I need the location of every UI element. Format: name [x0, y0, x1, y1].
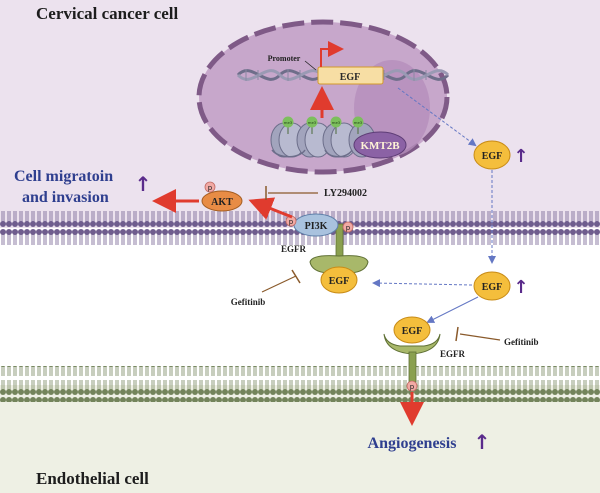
autocrine-arrow — [372, 279, 473, 288]
egf-label: EGF — [402, 326, 423, 337]
ly294002-label: LY294002 — [324, 188, 367, 199]
pi3k-label: PI3K — [305, 221, 328, 232]
egf-ligand-intracellular — [473, 140, 511, 170]
phospho-site — [204, 181, 216, 193]
svg-text:p: p — [346, 224, 351, 232]
gefitinib-label-cancer: Gefitinib — [231, 297, 266, 307]
histone-mark: me3 — [282, 116, 294, 134]
egf-label: EGF — [482, 282, 503, 293]
egf-ligand-bound-endothelial — [393, 316, 431, 344]
svg-text:p: p — [410, 383, 415, 391]
svg-text:me3: me3 — [354, 120, 363, 125]
svg-text:me3: me3 — [308, 120, 317, 125]
gefitinib-inhibition-endothelial — [459, 333, 501, 341]
angiogenesis-label: Angiogenesis — [368, 435, 457, 452]
transcription-start-arrow — [320, 41, 344, 67]
angiogenesis-up-arrow: ↑ — [474, 430, 491, 454]
outcome-migration-line1: Cell migratoin — [14, 168, 113, 185]
endothelial-cell-title: Endothelial cell — [36, 469, 149, 488]
phospho-site — [406, 380, 418, 392]
egf-up-arrow: ↑ — [513, 277, 528, 298]
phospho-site — [342, 221, 354, 233]
svg-text:me3: me3 — [284, 120, 293, 125]
egf-ligand-bound-cancer — [320, 266, 358, 294]
akt-protein — [201, 190, 243, 212]
egfr-label-cancer: EGFR — [281, 244, 307, 254]
endothelial-cell-region — [0, 385, 600, 493]
egf-label: EGF — [329, 276, 350, 287]
histone-mark: me3 — [352, 116, 364, 134]
histone-mark: me3 — [330, 116, 342, 134]
egf-label: EGF — [482, 151, 503, 162]
egfr-receptor-cancer — [309, 223, 369, 274]
egf-ligand-extracellular — [473, 271, 511, 301]
gefitinib-inhibition-cancer — [261, 275, 297, 293]
endothelial-cell-membrane — [0, 366, 600, 402]
paracrine-arrow — [426, 296, 479, 323]
kmt2b-enzyme — [353, 131, 407, 159]
svg-text:me3: me3 — [332, 120, 341, 125]
egf-gene-label: EGF — [340, 72, 361, 83]
egfr-receptor-endothelial — [383, 333, 441, 383]
kmt2b-label: KMT2B — [360, 140, 400, 152]
svg-text:p: p — [208, 184, 213, 192]
promoter-label: Promoter — [268, 54, 301, 63]
migration-up-arrow: ↑ — [135, 172, 152, 196]
egf-up-arrow: ↑ — [513, 146, 528, 167]
akt-label: AKT — [211, 197, 233, 208]
pi3k-to-akt-arrow — [248, 197, 293, 220]
egf-gene-box — [317, 66, 384, 85]
histone-mark: me3 — [306, 116, 318, 134]
gefitinib-label-endothelial: Gefitinib — [504, 337, 539, 347]
svg-text:p: p — [289, 218, 294, 226]
cancer-cell-title: Cervical cancer cell — [36, 4, 179, 23]
outcome-migration-line2: and invasion — [22, 189, 109, 206]
egfr-label-endothelial: EGFR — [440, 349, 466, 359]
egf-export-arrow — [397, 87, 477, 147]
promoter-pointer — [304, 60, 317, 71]
